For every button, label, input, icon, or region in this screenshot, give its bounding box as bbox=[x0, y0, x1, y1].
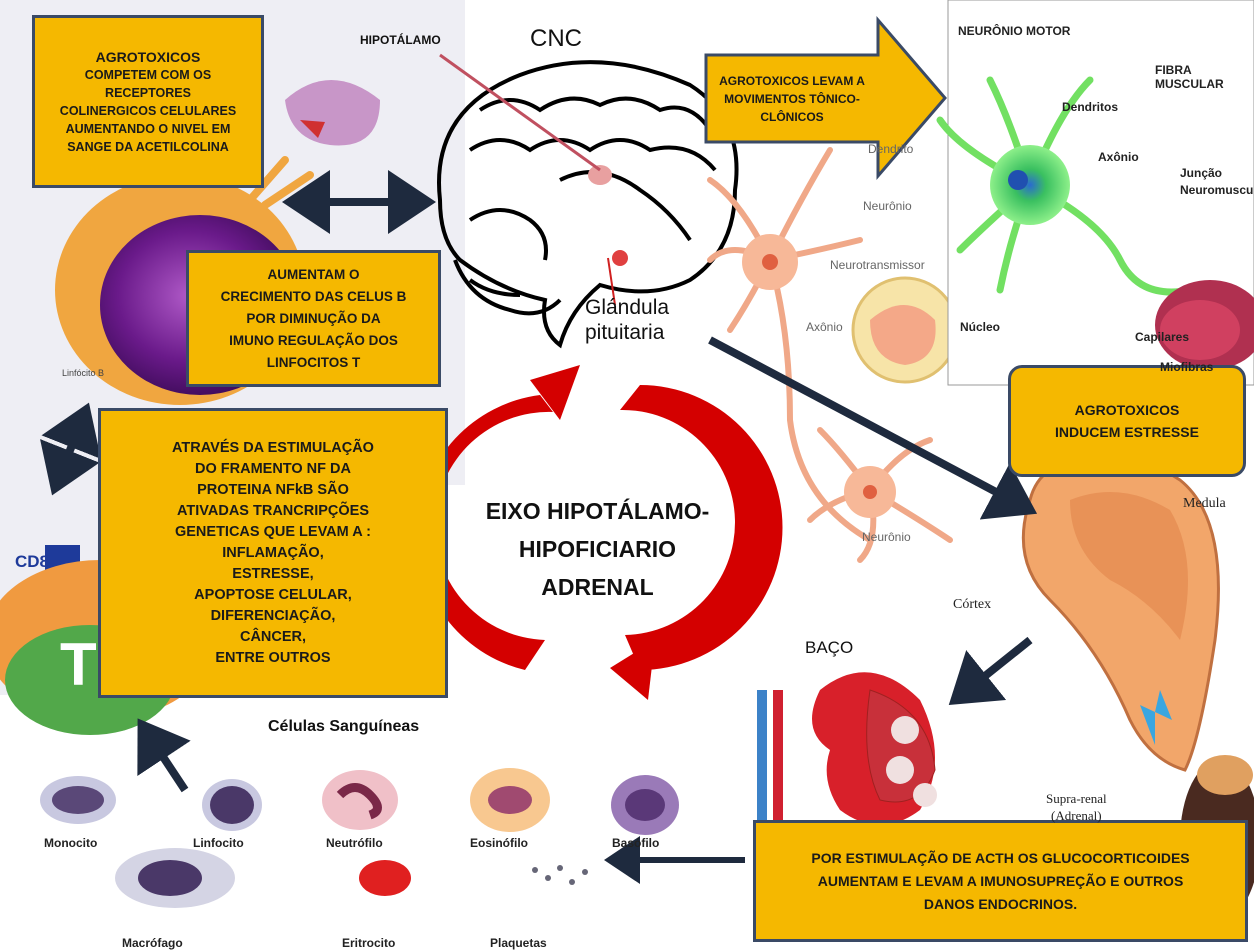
label-dendritos: Dendritos bbox=[1062, 100, 1118, 114]
box-line: RECEPTORES bbox=[105, 84, 191, 102]
box-line: ESTRESSE, bbox=[232, 564, 313, 585]
glandula-line: Glándula bbox=[585, 295, 669, 320]
label-cnc: CNC bbox=[530, 25, 582, 53]
label-miofibras: Miofibras bbox=[1160, 360, 1213, 374]
arrow-lymphocyte-up bbox=[142, 725, 185, 790]
label-axonio-motor: Axônio bbox=[1098, 150, 1139, 164]
box-line: CÂNCER, bbox=[240, 627, 306, 648]
label-monocito: Monocito bbox=[44, 836, 97, 850]
label-neuronio-top: Neurônio bbox=[863, 199, 912, 213]
box-line: IMUNO REGULAÇÃO DOS bbox=[229, 330, 398, 352]
supra-line: Supra-renal bbox=[1046, 790, 1107, 807]
label-baco: BAÇO bbox=[805, 638, 853, 658]
box-line: AUMENTAM E LEVAM A IMUNOSUPREÇÃO E OUTRO… bbox=[818, 870, 1184, 893]
arrow-adrenal-spleen bbox=[955, 640, 1030, 700]
box-estresse: AGROTOXICOS INDUCEM ESTRESSE bbox=[1008, 365, 1246, 477]
box-line: AGROTOXICOS bbox=[96, 48, 201, 66]
label-axonio: Axônio bbox=[806, 320, 843, 334]
box-line: POR ESTIMULAÇÃO DE ACTH OS GLUCOCORTICOI… bbox=[811, 847, 1189, 870]
box-line: AUMENTANDO O NIVEL EM bbox=[66, 120, 231, 138]
label-juncao: Junção Neuromuscular bbox=[1180, 165, 1254, 199]
label-cd8: CD8 bbox=[15, 552, 49, 572]
center-line: HIPOFICIARIO bbox=[455, 530, 740, 568]
label-fibra-muscular: FIBRA MUSCULAR bbox=[1155, 63, 1254, 91]
label-neurotransmissor: Neurotransmissor bbox=[830, 258, 925, 272]
box-line: PROTEINA NFkB SÃO bbox=[197, 480, 349, 501]
juncao-line: Neuromuscular bbox=[1180, 182, 1254, 199]
center-line: ADRENAL bbox=[455, 568, 740, 606]
box-line: CRECIMENTO DAS CELUS B bbox=[221, 286, 407, 308]
box-line: DANOS ENDOCRINOS. bbox=[924, 893, 1077, 916]
box-line: AGROTOXICOS LEVAM A bbox=[719, 72, 865, 90]
box-line: LINFOCITOS T bbox=[267, 352, 361, 374]
box-line: COMPETEM COM OS bbox=[85, 66, 211, 84]
box-line: POR DIMINUÇÃO DA bbox=[246, 308, 380, 330]
label-supra-renal: Supra-renal (Adrenal) bbox=[1046, 790, 1107, 824]
label-t: T bbox=[60, 630, 97, 699]
box-line: DIFERENCIAÇÃO, bbox=[211, 606, 336, 627]
label-neuronio-bottom: Neurônio bbox=[862, 530, 911, 544]
label-celulas-sanguineas: Células Sanguíneas bbox=[268, 718, 419, 736]
label-hipotalamo: HIPOTÁLAMO bbox=[360, 33, 441, 47]
box-line: AUMENTAM O bbox=[268, 264, 360, 286]
center-line: EIXO HIPOTÁLAMO- bbox=[455, 492, 740, 530]
label-dendrito: Dendrito bbox=[868, 142, 913, 156]
label-macrofago: Macrófago bbox=[122, 936, 183, 950]
box-celulas-b: AUMENTAM O CRECIMENTO DAS CELUS B POR DI… bbox=[186, 250, 441, 387]
box-line: ATRAVÉS DA ESTIMULAÇÃO bbox=[172, 438, 374, 459]
box-line: APOPTOSE CELULAR, bbox=[194, 585, 352, 606]
box-nfkb: ATRAVÉS DA ESTIMULAÇÃO DO FRAMENTO NF DA… bbox=[98, 408, 448, 698]
label-nucleo: Núcleo bbox=[960, 320, 1000, 334]
label-linfocito-b: Linfócito B bbox=[62, 368, 104, 378]
label-eritrocito: Eritrocito bbox=[342, 936, 395, 950]
juncao-line: Junção bbox=[1180, 165, 1254, 182]
box-line: ENTRE OUTROS bbox=[215, 648, 330, 669]
box-line: ATIVADAS TRANCRIPÇÕES bbox=[177, 501, 369, 522]
box-line: SANGE DA ACETILCOLINA bbox=[67, 138, 229, 156]
label-neuronio-motor: NEURÔNIO MOTOR bbox=[958, 24, 1070, 38]
box-line: AGROTOXICOS bbox=[1075, 399, 1180, 421]
label-cortex: Córtex bbox=[953, 597, 991, 613]
box-line: INFLAMAÇÃO, bbox=[222, 543, 324, 564]
box-movimentos: AGROTOXICOS LEVAM A MOVIMENTOS TÔNICO- C… bbox=[712, 62, 872, 136]
box-line: GENETICAS QUE LEVAM A : bbox=[175, 522, 371, 543]
label-plaquetas: Plaquetas bbox=[490, 936, 547, 950]
label-linfocito: Linfocito bbox=[193, 836, 244, 850]
label-glandula: Glándula pituitaria bbox=[585, 295, 669, 345]
box-acth: POR ESTIMULAÇÃO DE ACTH OS GLUCOCORTICOI… bbox=[753, 820, 1248, 942]
label-capilares: Capilares bbox=[1135, 330, 1189, 344]
box-line: COLINERGICOS CELULARES bbox=[60, 102, 236, 120]
box-line: INDUCEM ESTRESSE bbox=[1055, 421, 1199, 443]
box-line: CLÔNICOS bbox=[760, 108, 823, 126]
glandula-line: pituitaria bbox=[585, 320, 669, 345]
label-basofilo: Basófilo bbox=[612, 836, 659, 850]
label-neutrofilo: Neutrófilo bbox=[326, 836, 383, 850]
label-medula: Medula bbox=[1183, 496, 1226, 512]
supra-line: (Adrenal) bbox=[1046, 807, 1107, 824]
box-agro-receptores: AGROTOXICOS COMPETEM COM OS RECEPTORES C… bbox=[32, 15, 264, 188]
label-eosinofilo: Eosinófilo bbox=[470, 836, 528, 850]
center-title: EIXO HIPOTÁLAMO- HIPOFICIARIO ADRENAL bbox=[455, 492, 740, 606]
box-line: DO FRAMENTO NF DA bbox=[195, 459, 351, 480]
box-line: MOVIMENTOS TÔNICO- bbox=[724, 90, 860, 108]
